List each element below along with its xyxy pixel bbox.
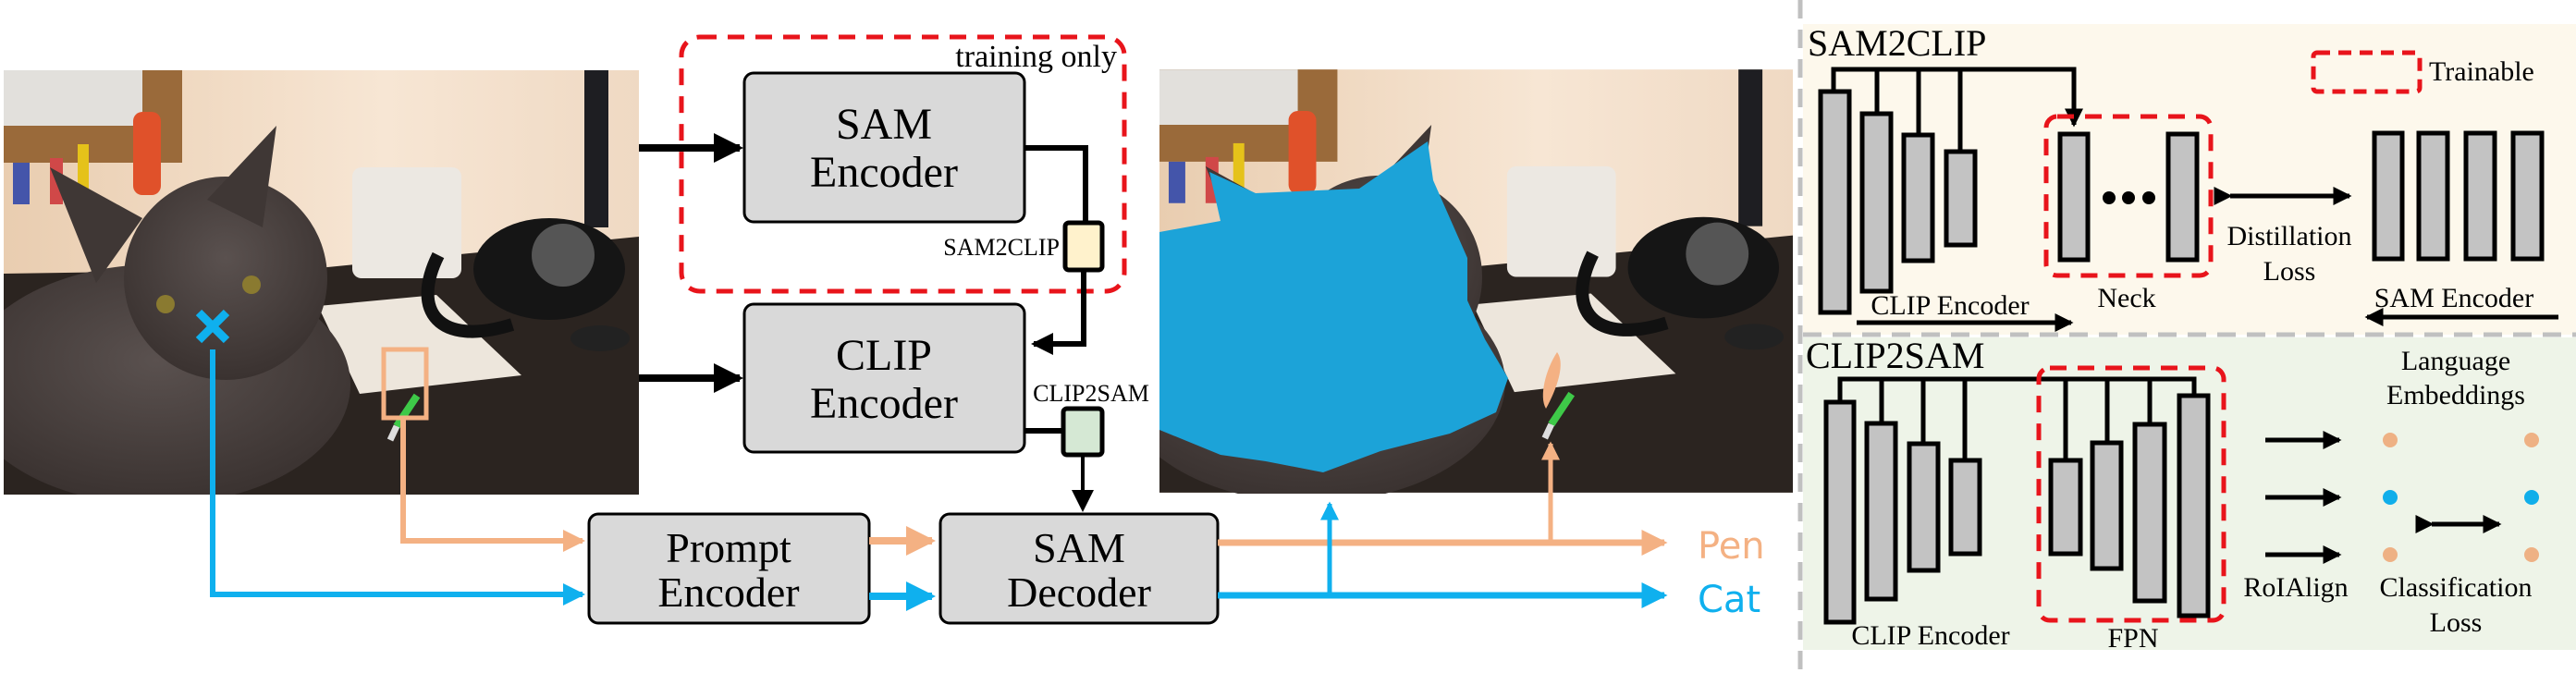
clip-encoder-stage-4 bbox=[1948, 458, 1982, 557]
clip-encoder-stage-2 bbox=[1859, 111, 1894, 294]
training-only-label: training only bbox=[955, 40, 1117, 74]
svg-text:Loss: Loss bbox=[2263, 256, 2316, 287]
sam2clip-panel: SAM2CLIP Trainable Distillation Loss CLI… bbox=[1803, 22, 2576, 335]
region-embedding-dot bbox=[2383, 547, 2398, 562]
sam2clip-adapter-label: SAM2CLIP bbox=[943, 234, 1060, 261]
fpn-level-2 bbox=[2090, 440, 2124, 571]
svg-text:Classification: Classification bbox=[2380, 572, 2533, 603]
region-embedding-dot bbox=[2383, 490, 2398, 505]
pen-mask bbox=[1542, 352, 1561, 409]
svg-text:Loss: Loss bbox=[2430, 607, 2483, 638]
trainable-legend-swatch bbox=[2311, 50, 2423, 94]
svg-text:RoIAlign: RoIAlign bbox=[2243, 572, 2348, 603]
ellipsis-icon bbox=[2103, 191, 2155, 204]
point-prompt-cross-icon bbox=[195, 309, 230, 344]
clip-encoder-stage-3 bbox=[1907, 441, 1941, 573]
trainable-legend-label: Trainable bbox=[2429, 56, 2534, 87]
sam-encoder-stage-1 bbox=[2372, 130, 2405, 262]
clip-encoder-stage-1 bbox=[1823, 399, 1857, 625]
svg-text:Encoder: Encoder bbox=[810, 379, 958, 428]
fpn-trainable-box bbox=[2036, 365, 2226, 623]
svg-text:CLIP: CLIP bbox=[836, 331, 932, 380]
svg-text:Neck: Neck bbox=[2097, 283, 2155, 313]
point-prompt-line bbox=[210, 349, 585, 606]
svg-text:SAM: SAM bbox=[836, 100, 932, 149]
sam2clip-title: SAM2CLIP bbox=[1808, 22, 1986, 64]
svg-text:Distillation: Distillation bbox=[2227, 221, 2352, 251]
cat-mask bbox=[1159, 141, 1508, 472]
fpn-level-3 bbox=[2132, 422, 2167, 604]
svg-text:CLIP Encoder: CLIP Encoder bbox=[1871, 290, 2029, 321]
sam-encoder-stage-3 bbox=[2463, 130, 2497, 262]
language-embedding-dot bbox=[2524, 547, 2539, 562]
clip-encoder-block: CLIP Encoder bbox=[742, 302, 1026, 454]
box-prompt-line bbox=[400, 418, 585, 552]
clip-encoder-stage-3 bbox=[1901, 132, 1935, 263]
sam-encoder-stage-4 bbox=[2510, 130, 2545, 262]
clip2sam-panel: CLIP2SAM Language Embeddings RoIAlign Cl… bbox=[1803, 335, 2576, 654]
svg-text:SAM Encoder: SAM Encoder bbox=[2374, 283, 2533, 313]
clip-encoder-stage-2 bbox=[1864, 421, 1898, 602]
svg-text:FPN: FPN bbox=[2107, 623, 2158, 654]
clip2sam-adapter bbox=[1061, 406, 1105, 458]
language-embedding-dot bbox=[2524, 433, 2539, 447]
sam2clip-adapter bbox=[1062, 220, 1105, 273]
prompt-encoder-block: Prompt Encoder bbox=[587, 512, 871, 625]
clip2sam-title: CLIP2SAM bbox=[1806, 335, 1984, 376]
svg-text:Encoder: Encoder bbox=[810, 148, 958, 197]
svg-text:CLIP Encoder: CLIP Encoder bbox=[1851, 620, 2009, 651]
neck-layer-first bbox=[2057, 131, 2091, 263]
neck-layer-last bbox=[2165, 131, 2200, 263]
input-image bbox=[0, 70, 639, 505]
neck-trainable-box bbox=[2043, 114, 2214, 278]
sam-decoder-block: SAM Decoder bbox=[938, 512, 1220, 625]
output-label-pen: Pen bbox=[1698, 525, 1765, 568]
svg-text:Prompt: Prompt bbox=[666, 524, 791, 571]
svg-text:Encoder: Encoder bbox=[657, 569, 799, 616]
fpn-level-4 bbox=[2177, 393, 2211, 618]
sam-encoder-to-adapter-line bbox=[1024, 145, 1088, 223]
clip-encoder-stage-1 bbox=[1818, 89, 1852, 315]
svg-text:Language: Language bbox=[2401, 346, 2510, 376]
sam-encoder-block: SAM Encoder bbox=[742, 71, 1026, 224]
region-embedding-dot bbox=[2383, 433, 2398, 447]
training-only-region bbox=[679, 34, 1127, 294]
language-embedding-dot bbox=[2524, 490, 2539, 505]
sam2clip-to-clip-encoder-arrow bbox=[1031, 270, 1086, 355]
svg-text:Decoder: Decoder bbox=[1007, 569, 1151, 616]
output-label-cat: Cat bbox=[1698, 579, 1760, 621]
clip-encoder-stage-4 bbox=[1944, 149, 1978, 248]
sam-encoder-stage-2 bbox=[2416, 130, 2450, 262]
fpn-level-1 bbox=[2048, 458, 2083, 557]
output-segmentation-image bbox=[1159, 69, 1793, 503]
clip2sam-adapter-label: CLIP2SAM bbox=[1033, 380, 1149, 407]
svg-text:Embeddings: Embeddings bbox=[2386, 380, 2525, 410]
svg-text:SAM: SAM bbox=[1033, 524, 1125, 571]
